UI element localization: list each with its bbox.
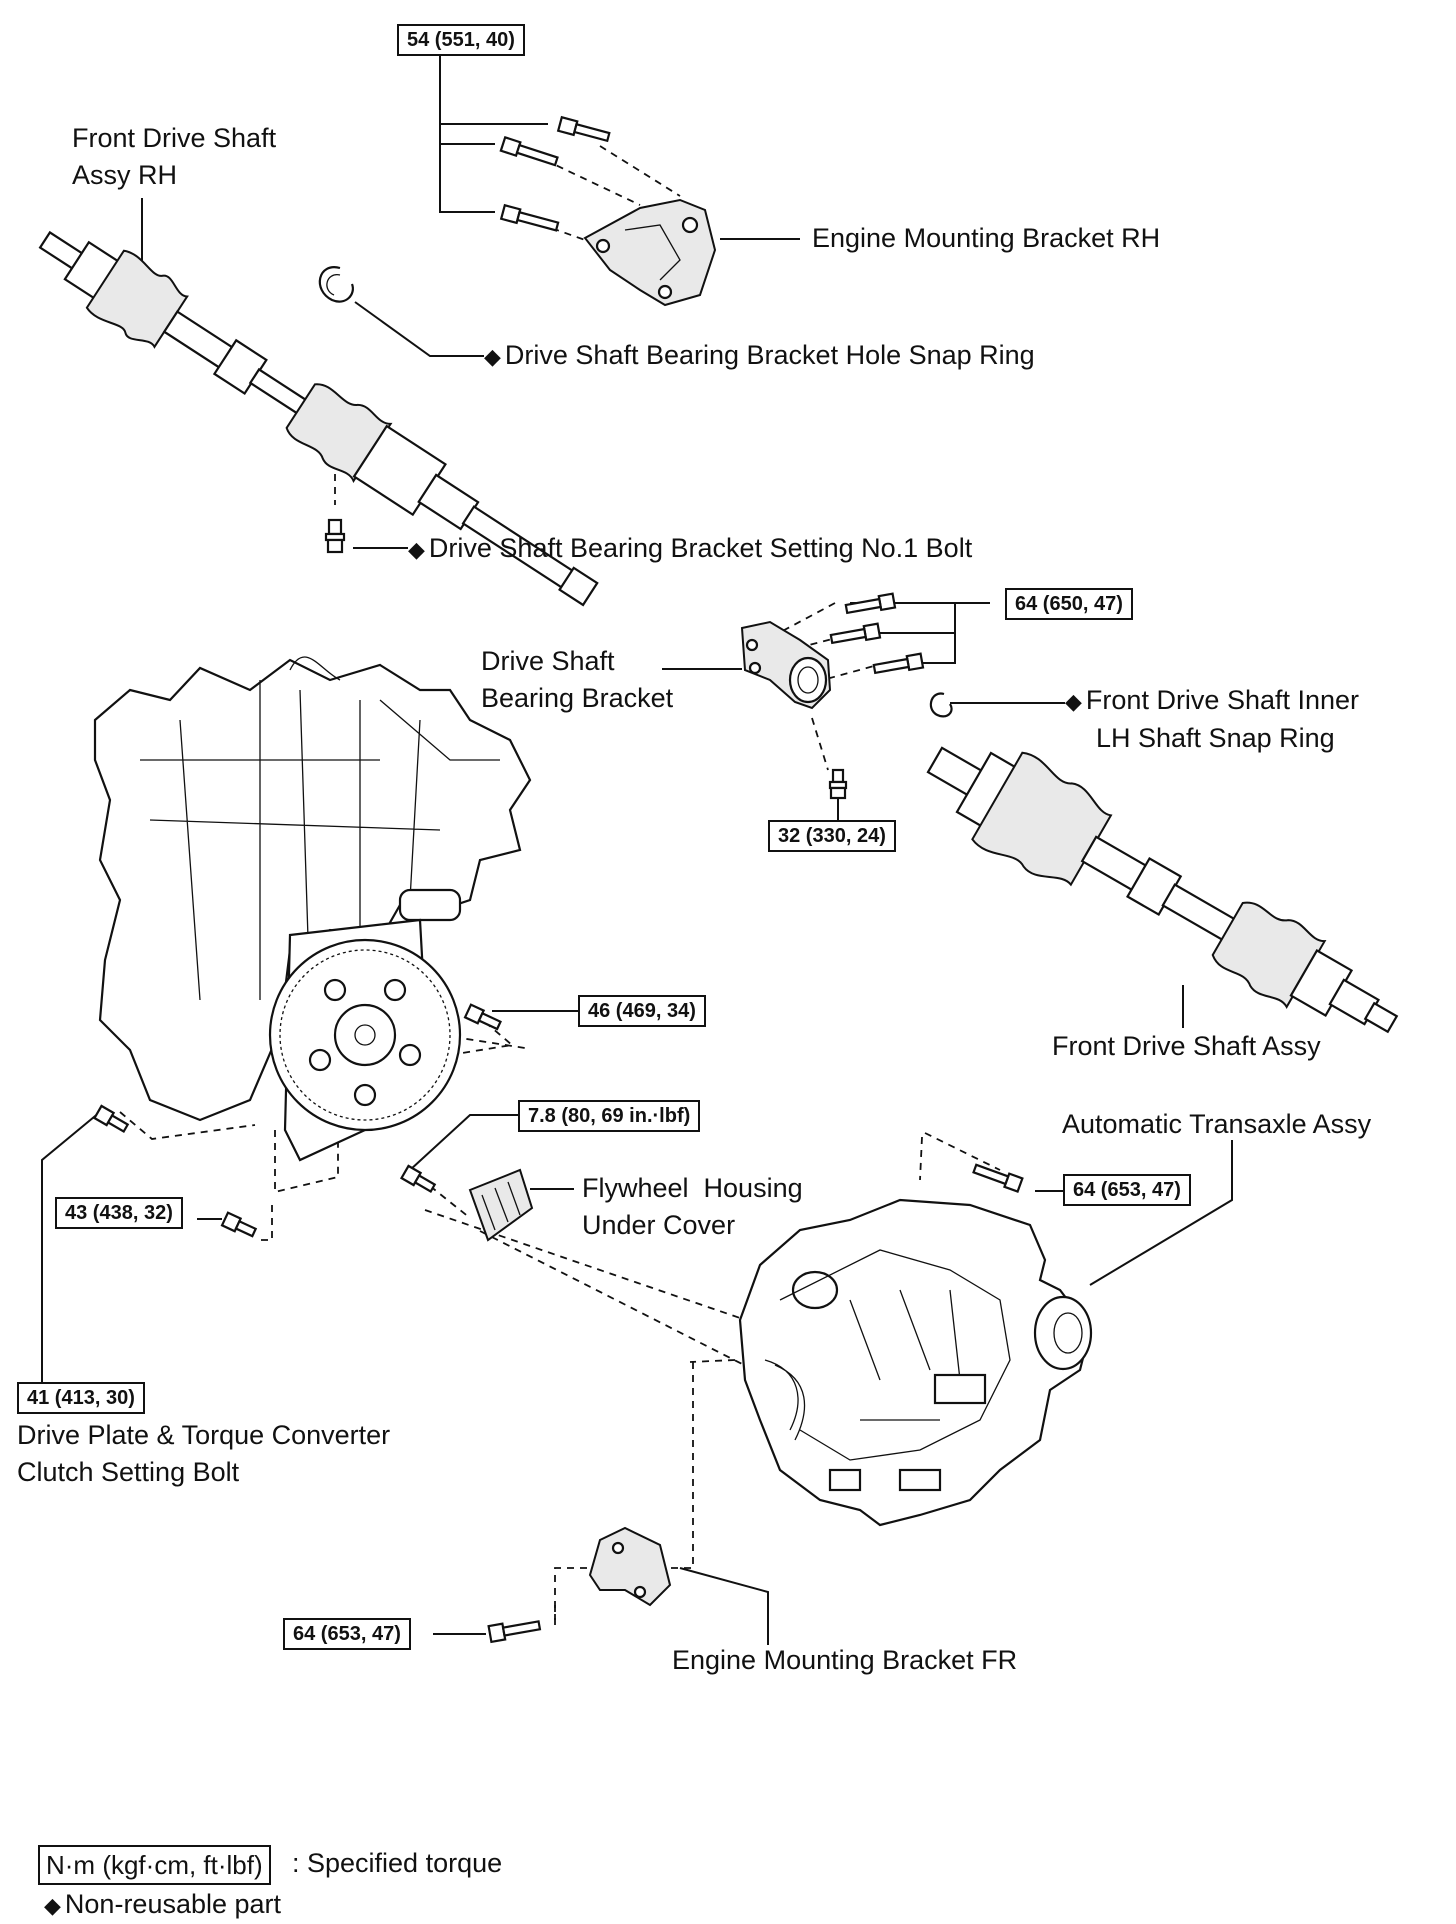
nonreusable-marker-icon: ◆ bbox=[484, 344, 501, 369]
label-snap-ring-hole: ◆Drive Shaft Bearing Bracket Hole Snap R… bbox=[484, 340, 1035, 370]
front-drive-shaft-assy-icon bbox=[926, 746, 1399, 1034]
engine-mounting-bracket-fr-icon bbox=[588, 1526, 672, 1607]
front-drive-shaft-rh-icon bbox=[38, 230, 599, 607]
torque-label: 32 (330, 24) bbox=[768, 820, 896, 852]
label-bearing-bracket: Drive Shaft Bearing Bracket bbox=[481, 646, 674, 713]
label-front-drive-shaft-rh: Front Drive Shaft Assy RH bbox=[72, 123, 277, 190]
label-flywheel-housing-under-cover: Flywheel Housing Under Cover bbox=[582, 1173, 803, 1240]
automatic-transaxle-icon bbox=[738, 1198, 1093, 1527]
torque-label: 7.8 (80, 69 in.·lbf) bbox=[518, 1100, 701, 1132]
torque-label: 64 (653, 47) bbox=[283, 1618, 411, 1650]
bolt-icon bbox=[92, 115, 1024, 1644]
label-automatic-transaxle: Automatic Transaxle Assy bbox=[1062, 1109, 1372, 1139]
label-inner-snap-ring: ◆Front Drive Shaft Inner LH Shaft Snap R… bbox=[1065, 685, 1360, 753]
nonreusable-marker-icon: ◆ bbox=[44, 1893, 61, 1918]
leader-lines bbox=[41, 54, 1233, 1645]
nonreusable-marker-icon: ◆ bbox=[1065, 689, 1082, 714]
label-front-drive-shaft-assy: Front Drive Shaft Assy bbox=[1052, 1031, 1321, 1061]
label-engine-mounting-bracket-fr: Engine Mounting Bracket FR bbox=[672, 1645, 1018, 1675]
snap-ring-icon bbox=[318, 266, 354, 303]
label-setting-bolt: ◆Drive Shaft Bearing Bracket Setting No.… bbox=[408, 533, 973, 563]
torque-label: 46 (469, 34) bbox=[578, 995, 706, 1027]
torque-label: 64 (650, 47) bbox=[1005, 588, 1133, 620]
torque-label: 64 (653, 47) bbox=[1063, 1174, 1191, 1206]
flywheel-housing-under-cover-icon bbox=[468, 1168, 534, 1242]
legend-torque-unit-box: N·m (kgf·cm, ft·lbf) bbox=[38, 1845, 271, 1885]
label-engine-mounting-bracket-rh: Engine Mounting Bracket RH bbox=[812, 223, 1161, 253]
legend-torque-unit-text: : Specified torque bbox=[292, 1848, 503, 1878]
nonreusable-marker-icon: ◆ bbox=[408, 537, 425, 562]
torque-label: 43 (438, 32) bbox=[55, 1197, 183, 1229]
torque-label: 54 (551, 40) bbox=[397, 24, 525, 56]
engine-mounting-bracket-rh-icon bbox=[583, 198, 717, 307]
torque-label: 41 (413, 30) bbox=[17, 1382, 145, 1414]
inner-snap-ring-icon bbox=[929, 692, 953, 718]
engine-assembly-icon bbox=[93, 656, 532, 1162]
label-drive-plate-bolt: Drive Plate & Torque Converter Clutch Se… bbox=[17, 1420, 391, 1487]
drive-shaft-bearing-bracket-icon bbox=[740, 620, 832, 710]
legend-nonreusable: ◆Non-reusable part bbox=[44, 1889, 282, 1919]
